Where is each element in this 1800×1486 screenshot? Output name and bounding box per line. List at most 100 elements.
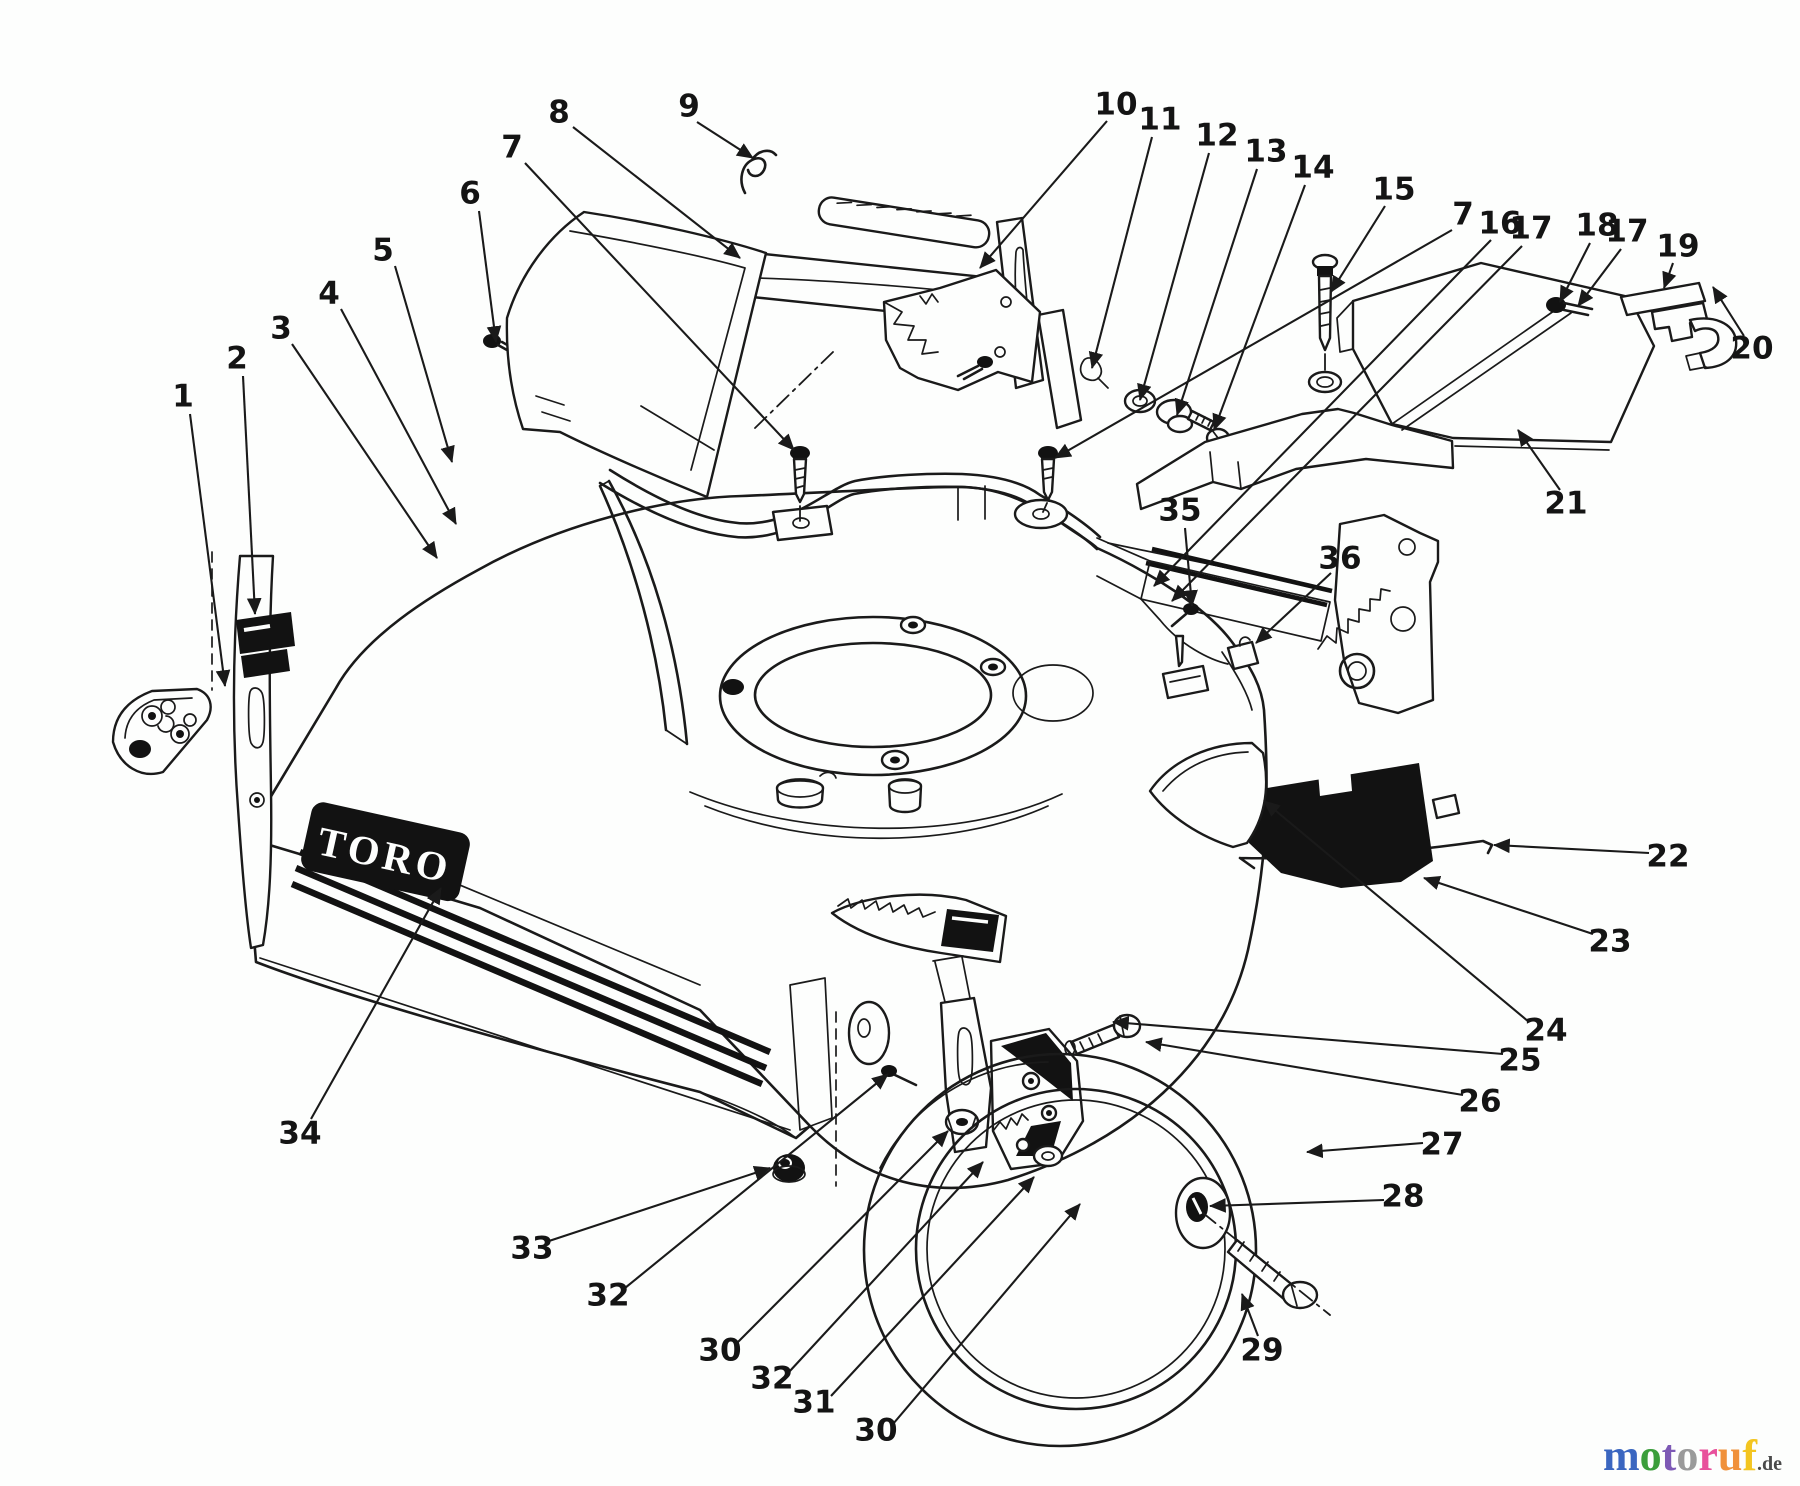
deflector: [1148, 741, 1268, 849]
part-number-13: 13: [1244, 134, 1287, 170]
part-number-2: 2: [226, 341, 248, 377]
part-number-33: 33: [510, 1231, 553, 1267]
leader-line-31: [830, 1176, 1035, 1397]
leader-line-35: [1183, 527, 1198, 608]
callout-19: 19: [1656, 229, 1700, 289]
part-number-23: 23: [1588, 924, 1631, 960]
part-number-14: 14: [1291, 150, 1334, 186]
watermark-letter: o: [1676, 1431, 1699, 1480]
callout-1: 1: [172, 379, 231, 688]
leader-line-27: [1305, 1141, 1424, 1159]
callout-30: 30: [854, 1203, 1081, 1449]
guard-flap: [1243, 763, 1433, 888]
part-number-24: 24: [1524, 1013, 1567, 1049]
leader-line-8: [572, 126, 741, 259]
part-number-16: 16: [1478, 206, 1521, 242]
leader-line-36: [1255, 572, 1332, 644]
engine-cover: [505, 210, 834, 499]
part-number-18: 18: [1575, 208, 1618, 244]
callout-15: 15: [1330, 172, 1416, 293]
support-strap: [232, 554, 275, 950]
leader-line-32: [788, 1161, 984, 1373]
callout-26: 26: [1144, 1037, 1502, 1120]
callout-30: 30: [698, 1130, 949, 1369]
leader-line-17: [1577, 248, 1622, 307]
callout-32: 32: [750, 1161, 984, 1397]
callout-14: 14: [1212, 150, 1335, 431]
callout-25: 25: [1111, 1015, 1542, 1079]
part-number-22: 22: [1646, 839, 1689, 875]
callout-17: 17: [1577, 214, 1649, 307]
leader-line-14: [1212, 184, 1306, 431]
leader-line-12: [1137, 152, 1211, 402]
leader-line-15: [1330, 205, 1386, 293]
part-number-17: 17: [1605, 214, 1648, 250]
callout-2: 2: [226, 341, 262, 616]
part-number-20: 20: [1730, 331, 1773, 367]
watermark-letter: r: [1698, 1431, 1718, 1480]
leader-line-33: [548, 1165, 771, 1242]
leader-line-7: [1054, 229, 1453, 459]
arm-bolt: [1064, 1013, 1142, 1056]
part-number-29: 29: [1240, 1333, 1283, 1369]
callout-16: 16: [1153, 206, 1522, 587]
part-number-31: 31: [792, 1385, 835, 1421]
part-number-11: 11: [1138, 102, 1181, 138]
leader-line-34: [310, 887, 442, 1120]
part-number-28: 28: [1381, 1179, 1424, 1215]
callout-17: 17: [1171, 211, 1553, 602]
part-number-7: 7: [1452, 197, 1474, 233]
callout-28: 28: [1208, 1179, 1425, 1215]
engine-mount-ring: [718, 615, 1094, 814]
leader-line-30: [892, 1203, 1081, 1425]
callout-31: 31: [792, 1176, 1035, 1421]
toro-plate-background: [301, 802, 470, 902]
leader-line-6: [477, 210, 502, 344]
tire-outer: [862, 1052, 1258, 1448]
leader-line-24: [1263, 800, 1530, 1023]
part-number-35: 35: [1158, 493, 1201, 529]
callout-35: 35: [1158, 493, 1202, 608]
part-number-4: 4: [318, 276, 340, 312]
leader-line-25: [1111, 1015, 1504, 1056]
watermark-letter: f: [1742, 1431, 1757, 1480]
callout-3: 3: [270, 311, 438, 559]
leader-line-10: [979, 120, 1108, 269]
leader-line-18: [1559, 242, 1591, 303]
part-number-5: 5: [372, 233, 394, 269]
rubber-pad-lower: [241, 649, 290, 678]
leader-line-1: [188, 413, 231, 688]
rear-height-bracket: [1107, 513, 1440, 715]
adjuster-knob: [941, 909, 999, 952]
part-number-7: 7: [501, 130, 523, 166]
callout-5: 5: [372, 233, 455, 464]
watermark-letter: e: [1773, 1453, 1782, 1475]
watermark-letter: d: [1761, 1453, 1774, 1475]
leader-line-4: [340, 308, 457, 525]
keyhole-lobe: [1012, 664, 1094, 722]
leader-line-11: [1088, 136, 1154, 370]
watermark-letter: t: [1661, 1431, 1677, 1480]
mount-pad-left: [771, 504, 834, 542]
flange-nut: [772, 1154, 806, 1183]
watermark-letter: o: [1639, 1431, 1662, 1480]
mulch-plate: [1135, 407, 1455, 511]
latch-bracket: [1619, 281, 1738, 371]
part-number-8: 8: [548, 95, 570, 131]
part-number-25: 25: [1498, 1043, 1541, 1079]
leader-line-30: [736, 1130, 949, 1344]
part-number-30: 30: [698, 1333, 741, 1369]
callout-18: 18: [1559, 208, 1619, 303]
deck-mount-screw-left: [790, 446, 810, 522]
left-wheel-bracket: [111, 551, 295, 950]
callout-33: 33: [510, 1165, 771, 1267]
part-number-27: 27: [1420, 1127, 1463, 1163]
callout-11: 11: [1088, 102, 1182, 370]
rubber-cap-cylinder: [887, 778, 923, 814]
leader-line-29: [1240, 1293, 1259, 1337]
discharge-chute-assembly: [1135, 261, 1738, 888]
watermark-logo: motoruf.de: [1603, 1434, 1782, 1478]
part-number-19: 19: [1656, 229, 1699, 265]
